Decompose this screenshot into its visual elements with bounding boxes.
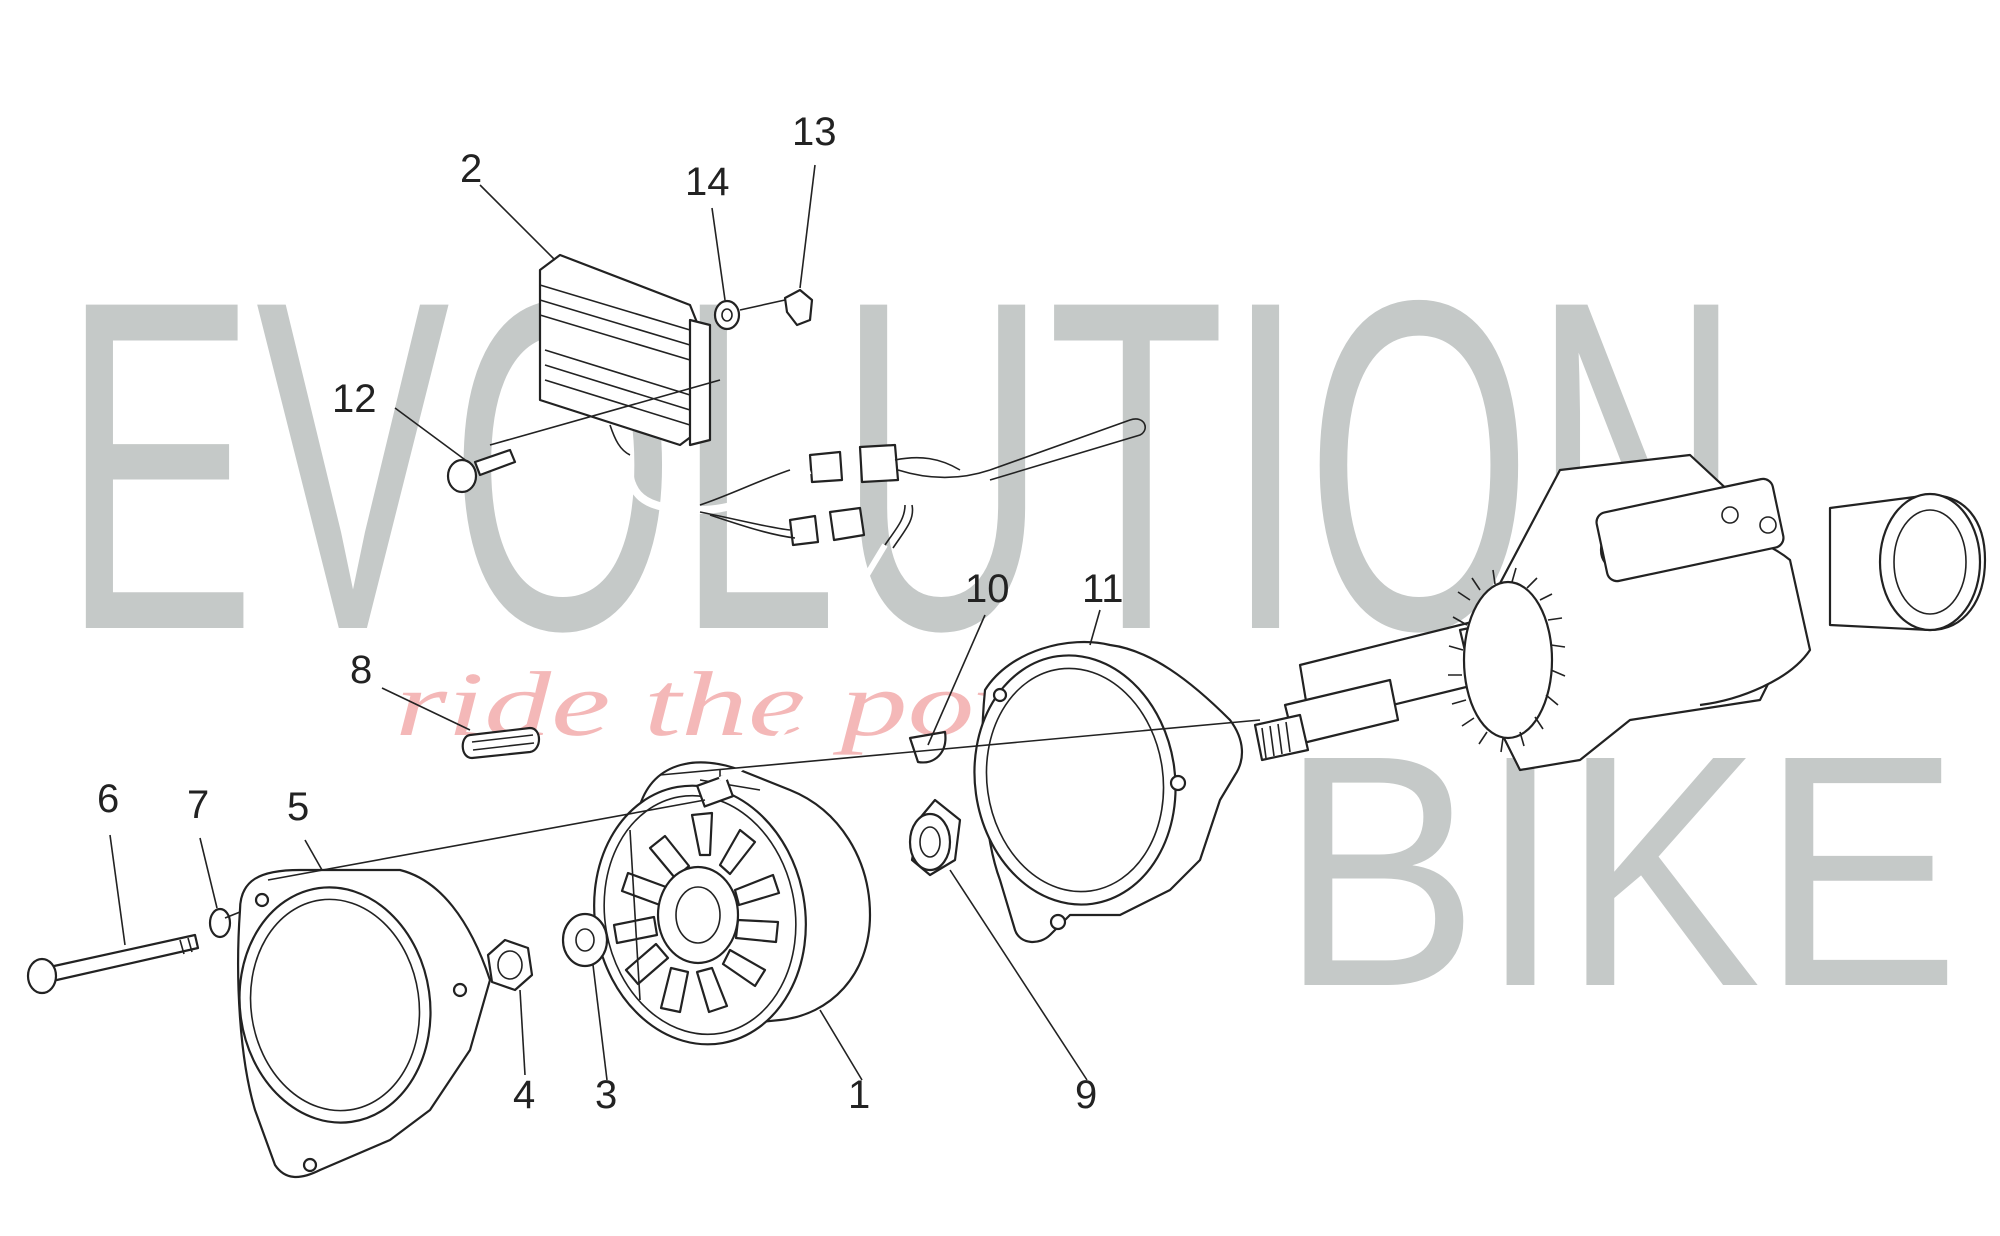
callout-11: 11 <box>1082 567 1124 611</box>
callout-5: 5 <box>287 785 309 829</box>
callout-6: 6 <box>97 777 119 821</box>
washer-14 <box>713 299 741 331</box>
stator-cable <box>718 504 914 783</box>
cover-screw <box>26 933 200 995</box>
assembly-axes <box>224 299 1261 919</box>
watermark-brand-bottom: BIKE <box>1280 686 1960 1055</box>
crankshaft <box>1253 453 1987 772</box>
callout-13: 13 <box>792 110 837 154</box>
watermark: EVOLUTION BIKE ride the power <box>62 203 1960 1055</box>
callout-12: 12 <box>332 377 377 421</box>
flywheel-housing <box>973 640 1243 943</box>
callout-1: 1 <box>848 1073 870 1117</box>
alternator-stator <box>593 761 872 1046</box>
regulator-harness <box>624 418 1146 539</box>
callout-labels: 1 2 3 4 5 6 7 8 9 10 11 12 13 14 <box>97 110 1124 1117</box>
alternator-cover <box>237 868 492 1178</box>
callout-9: 9 <box>1075 1073 1097 1117</box>
callout-10: 10 <box>965 567 1010 611</box>
cable-clip <box>783 288 814 327</box>
callout-8: 8 <box>350 648 372 692</box>
callout-3: 3 <box>595 1073 617 1117</box>
connectors <box>788 443 991 547</box>
callout-2: 2 <box>460 147 482 191</box>
callout-4: 4 <box>513 1073 535 1117</box>
nut <box>486 938 534 992</box>
spacer-bush <box>908 798 962 877</box>
rubber-pad <box>461 726 541 760</box>
washer-3 <box>561 912 609 968</box>
callout-7: 7 <box>187 783 209 827</box>
callout-leaders <box>109 164 1101 1081</box>
regulator-bolt <box>446 448 517 494</box>
washer-7 <box>208 907 232 939</box>
woodruff-key <box>908 730 947 764</box>
crankshaft-gear <box>1448 567 1566 753</box>
callout-14: 14 <box>685 160 730 204</box>
